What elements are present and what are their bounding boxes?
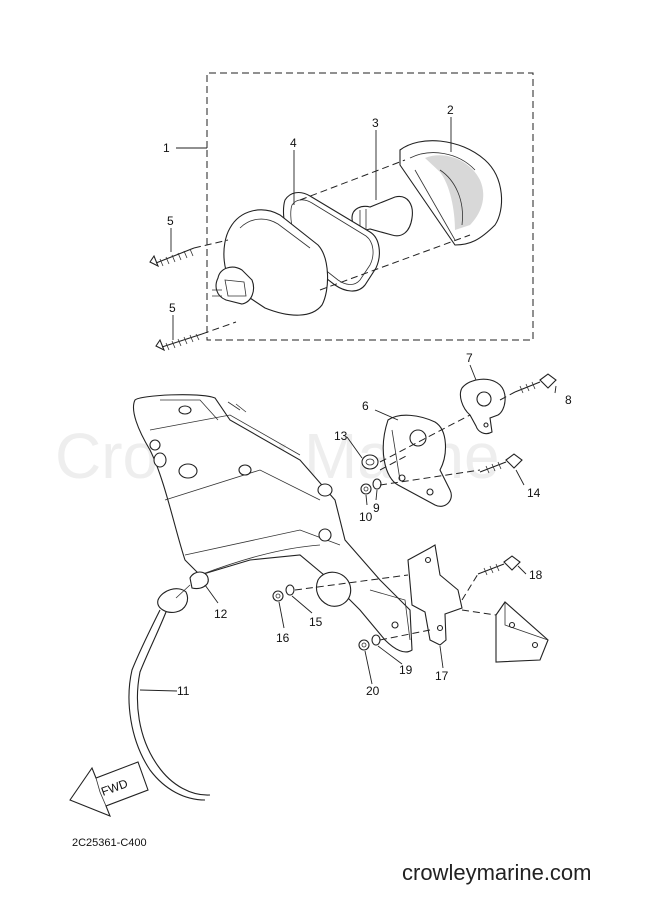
callout-20: 20: [366, 684, 380, 698]
wire-harness-11: [128, 571, 211, 801]
diagram-code: 2C25361-C400: [72, 837, 147, 849]
callout-3: 3: [372, 116, 379, 130]
callout-11: 11: [177, 684, 190, 698]
light-lens-part: [459, 378, 506, 435]
washer-15: [285, 584, 295, 596]
assembly-dashed-box: [206, 72, 534, 341]
screw-18: [477, 555, 521, 576]
callout-18: 18: [529, 568, 543, 582]
callout-4: 4: [290, 136, 297, 150]
callout-7: 7: [466, 351, 473, 365]
grommet-13: [361, 454, 379, 470]
callout-6: 6: [362, 399, 369, 413]
reflector-part: [495, 601, 549, 663]
lens-part: [399, 140, 503, 246]
callout-2: 2: [447, 103, 454, 117]
fwd-arrow: [69, 761, 149, 817]
tail-light-assembly-group: [149, 72, 534, 352]
callout-19: 19: [399, 663, 413, 677]
screw-14: [479, 453, 523, 474]
callout-14: 14: [527, 486, 541, 500]
housing-part: [212, 209, 329, 316]
nut-16: [272, 590, 284, 602]
callout-8: 8: [565, 393, 572, 407]
callout-5-lower: 5: [169, 301, 176, 315]
screw-5-upper: [149, 247, 195, 268]
screw-5-lower: [155, 333, 203, 352]
callout-13: 13: [334, 429, 348, 443]
callout-17: 17: [435, 669, 449, 683]
mounting-bracket-frame: [132, 394, 413, 653]
callout-16: 16: [276, 631, 290, 645]
callout-1: 1: [163, 141, 170, 155]
washer-9: [372, 478, 382, 490]
callout-10: 10: [359, 510, 373, 524]
washer-19: [371, 634, 381, 646]
nut-20: [358, 639, 370, 651]
callout-15: 15: [309, 615, 323, 629]
site-url: crowleymarine.com: [402, 860, 592, 885]
light-cover-part: [382, 414, 452, 507]
nut-10: [360, 483, 372, 495]
screw-8: [514, 373, 557, 394]
callout-5-upper: 5: [167, 214, 174, 228]
leader-lines: [139, 117, 557, 692]
plate-bracket-17: [407, 544, 463, 646]
callout-9: 9: [373, 501, 380, 515]
callout-12: 12: [214, 607, 228, 621]
